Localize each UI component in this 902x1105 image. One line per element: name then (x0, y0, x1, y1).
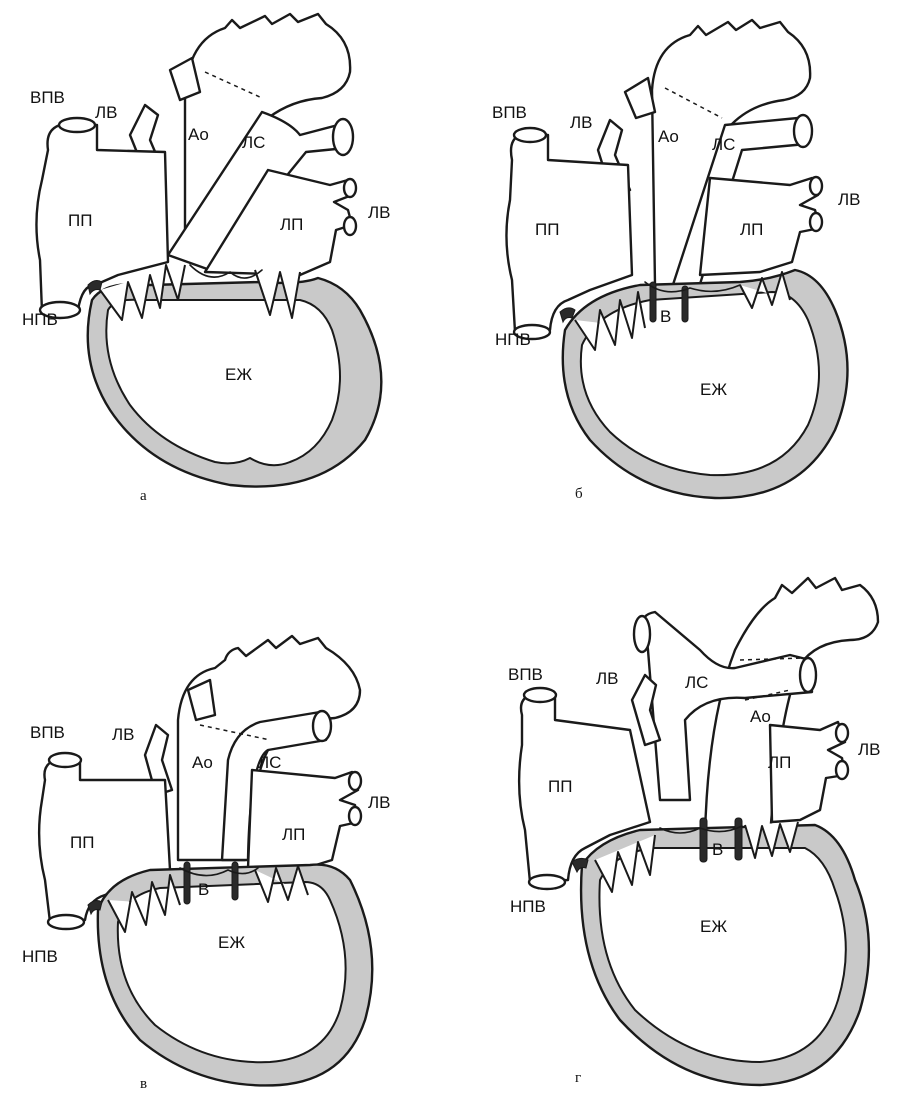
left-atrium (770, 722, 845, 822)
panel-letter: в (140, 1076, 147, 1092)
arch-branch-left (625, 78, 655, 118)
label-pa: ЛС (258, 753, 281, 772)
label-ra: ПП (548, 777, 572, 796)
label-pv-left: ЛВ (112, 725, 135, 744)
panel-letter: а (140, 488, 147, 504)
label-aorta: Ао (188, 125, 209, 144)
label-pv-left: ЛВ (570, 113, 593, 132)
panel-c: ВПВ ЛВ Ао ЛС ПП ЛП ЛВ НПВ В ЕЖ в (22, 636, 391, 1092)
label-ivc: НПВ (22, 947, 58, 966)
label-outlet: В (198, 880, 209, 899)
label-pv-right: ЛВ (368, 203, 391, 222)
outlet-ring-left (700, 818, 707, 862)
label-ra: ПП (535, 220, 559, 239)
left-atrium (248, 770, 358, 870)
label-la: ЛП (768, 753, 791, 772)
outlet-ring-right (735, 818, 742, 860)
label-aorta: Ао (192, 753, 213, 772)
label-pv-right: ЛВ (838, 190, 861, 209)
label-pa: ЛС (712, 135, 735, 154)
label-ra: ПП (68, 211, 92, 230)
label-pa: ЛС (242, 133, 265, 152)
panel-letter: б (575, 486, 583, 502)
label-ivc: НПВ (495, 330, 531, 349)
label-svc: ВПВ (492, 103, 527, 122)
label-pv-right: ЛВ (368, 793, 391, 812)
panel-letter: г (575, 1070, 581, 1086)
label-ivc: НПВ (22, 310, 58, 329)
label-outlet: В (660, 307, 671, 326)
label-outlet: В (712, 840, 723, 859)
label-ventricle: ЕЖ (218, 933, 245, 952)
label-svc: ВПВ (30, 88, 65, 107)
label-ivc: НПВ (510, 897, 546, 916)
outlet-ring-left (184, 862, 190, 904)
label-aorta: Ао (750, 707, 771, 726)
outlet-ring-right (232, 862, 238, 900)
label-ventricle: ЕЖ (700, 917, 727, 936)
label-svc: ВПВ (508, 665, 543, 684)
panel-b: ВПВ ЛВ Ао ЛС ПП ЛП ЛВ НПВ В ЕЖ б (492, 20, 861, 502)
label-ra: ПП (70, 833, 94, 852)
outlet-ring-right (682, 286, 688, 322)
label-ventricle: ЕЖ (700, 380, 727, 399)
label-pv-left: ЛВ (95, 103, 118, 122)
label-svc: ВПВ (30, 723, 65, 742)
panel-a: ВПВ ЛВ Ао ЛС ПП ЛП ЛВ НПВ ЕЖ а (22, 14, 391, 504)
pa-branch-end (333, 119, 353, 155)
label-pv-right: ЛВ (858, 740, 881, 759)
panel-d: ВПВ ЛВ ЛС Ао ПП ЛП ЛВ НПВ В ЕЖ г (508, 578, 881, 1086)
label-la: ЛП (282, 825, 305, 844)
label-la: ЛП (280, 215, 303, 234)
label-aorta: Ао (658, 127, 679, 146)
label-la: ЛП (740, 220, 763, 239)
label-pa: ЛС (685, 673, 708, 692)
svc-end (59, 118, 95, 132)
label-ventricle: ЕЖ (225, 365, 252, 384)
label-pv-left: ЛВ (596, 669, 619, 688)
